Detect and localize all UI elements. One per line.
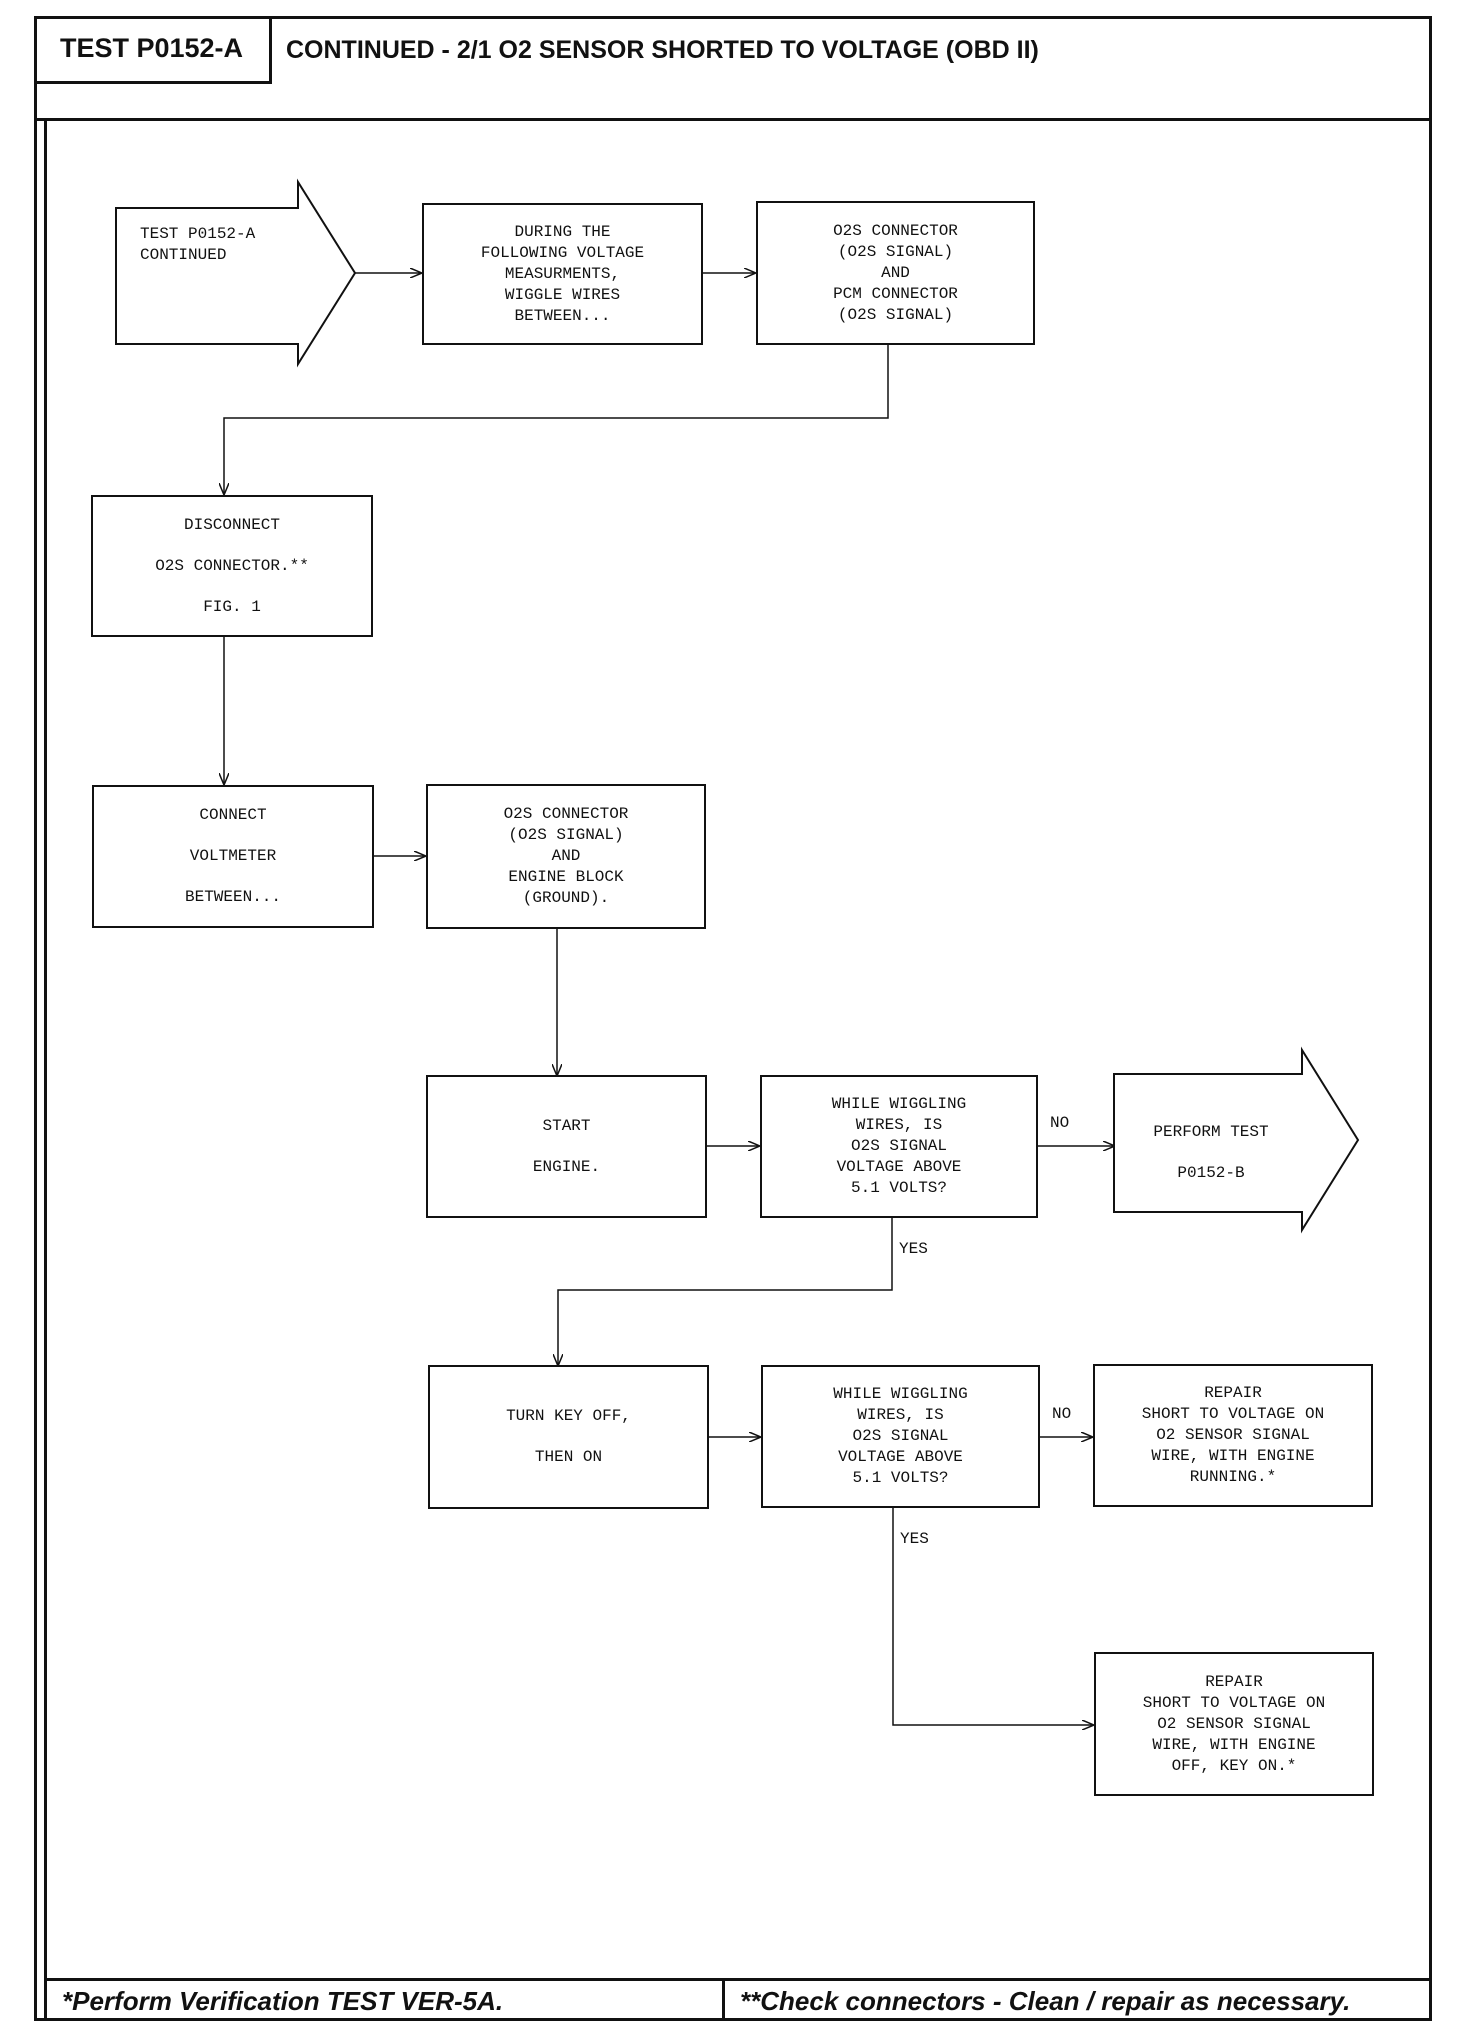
- footer-separator: [44, 1978, 1432, 1981]
- box-line: MEASURMENTS,: [504, 264, 621, 283]
- box-line: VOLTAGE ABOVE: [836, 1158, 962, 1176]
- yes-label: YES: [899, 1240, 928, 1258]
- yes-label: YES: [900, 1530, 929, 1548]
- box-line: O2S SIGNAL: [852, 1427, 949, 1445]
- disconnect-box: DISCONNECT O2S CONNECTOR.** FIG. 1: [91, 495, 373, 637]
- box-line: VOLTAGE ABOVE: [838, 1448, 963, 1466]
- footer-note-connectors: **Check connectors - Clean / repair as n…: [740, 1986, 1351, 2016]
- box-line: WIRE, WITH ENGINE: [1152, 1735, 1316, 1754]
- box-line: WHILE WIGGLING: [831, 1095, 967, 1113]
- voltage-question-box-2: WHILE WIGGLING WIRES, IS O2S SIGNAL VOLT…: [761, 1365, 1040, 1508]
- box-line: WIGGLE WIRES: [504, 285, 621, 304]
- box-line: O2 SENSOR SIGNAL: [1157, 1714, 1311, 1733]
- box-line: ENGINE BLOCK: [508, 868, 624, 886]
- box-line: WIRE, WITH ENGINE: [1151, 1447, 1315, 1465]
- no-label: NO: [1050, 1114, 1070, 1132]
- arrow-connectors-to-disconnect: [224, 345, 889, 494]
- box-line: WIRES, IS: [857, 1406, 944, 1424]
- start-block-arrow: [115, 178, 357, 368]
- box-line: (O2S SIGNAL): [508, 826, 624, 844]
- box-line: CONNECT: [199, 806, 267, 824]
- box-line: (O2S SIGNAL): [837, 305, 954, 324]
- box-line: O2 SENSOR SIGNAL: [1156, 1426, 1310, 1444]
- repair-running-box: REPAIR SHORT TO VOLTAGE ON O2 SENSOR SIG…: [1093, 1364, 1373, 1507]
- box-line: RUNNING.*: [1189, 1468, 1277, 1486]
- start-engine-box: START ENGINE.: [426, 1075, 707, 1218]
- box-line: DURING THE: [514, 222, 611, 241]
- box-line: WHILE WIGGLING: [833, 1385, 968, 1403]
- connect-voltmeter-box: CONNECT VOLTMETER BETWEEN...: [92, 785, 374, 928]
- box-line: O2S CONNECTOR: [833, 221, 958, 240]
- box-line: TURN KEY OFF,: [506, 1407, 631, 1425]
- box-line: FOLLOWING VOLTAGE: [480, 243, 645, 262]
- footer-note-verification: *Perform Verification TEST VER-5A.: [62, 1986, 504, 2016]
- box-line: REPAIR: [1204, 1384, 1262, 1402]
- box-line: (GROUND).: [522, 889, 610, 907]
- box-line: OFF, KEY ON.*: [1171, 1756, 1297, 1775]
- o2s-ground-connector-box: O2S CONNECTOR (O2S SIGNAL) AND ENGINE BL…: [426, 784, 706, 929]
- box-line: AND: [881, 263, 910, 282]
- box-line: VOLTMETER: [189, 847, 277, 865]
- box-line: BETWEEN...: [514, 306, 611, 325]
- test-id-label: TEST P0152-A: [34, 16, 272, 84]
- header-separator: [34, 118, 1432, 121]
- box-line: O2S SIGNAL: [850, 1137, 947, 1155]
- box-line: O2S CONNECTOR.**: [155, 556, 309, 575]
- start-text-line: TEST P0152-A: [140, 225, 256, 243]
- start-text: TEST P0152-A CONTINUED: [140, 224, 255, 266]
- perform-test-line: PERFORM TEST: [1153, 1123, 1269, 1141]
- box-line: (O2S SIGNAL): [837, 242, 954, 261]
- page-title: CONTINUED - 2/1 O2 SENSOR SHORTED TO VOL…: [286, 36, 1039, 64]
- box-line: 5.1 VOLTS?: [852, 1469, 949, 1487]
- start-text-line: CONTINUED: [140, 246, 227, 264]
- repair-key-on-box: REPAIR SHORT TO VOLTAGE ON O2 SENSOR SIG…: [1094, 1652, 1374, 1796]
- box-line: DISCONNECT: [183, 515, 280, 534]
- box-line: START: [542, 1116, 591, 1135]
- turn-key-box: TURN KEY OFF, THEN ON: [428, 1365, 709, 1509]
- box-line: FIG. 1: [203, 597, 261, 616]
- box-line: THEN ON: [534, 1448, 603, 1466]
- perform-test-text: PERFORM TEST P0152-B: [1116, 1112, 1306, 1194]
- box-line: SHORT TO VOLTAGE ON: [1142, 1693, 1326, 1712]
- voltage-question-box-1: WHILE WIGGLING WIRES, IS O2S SIGNAL VOLT…: [760, 1075, 1038, 1218]
- footer-divider: [722, 1978, 725, 2021]
- arrow-question2-yes: [892, 1508, 1093, 1725]
- box-line: AND: [551, 847, 581, 865]
- box-line: REPAIR: [1205, 1672, 1263, 1691]
- box-line: WIRES, IS: [855, 1116, 943, 1134]
- page-frame: [34, 16, 1432, 2021]
- inner-left-border: [44, 118, 47, 2021]
- perform-test-block-arrow: [1113, 1046, 1360, 1234]
- wiggle-wires-box: DURING THE FOLLOWING VOLTAGE MEASURMENTS…: [422, 203, 703, 345]
- perform-test-line: P0152-B: [1177, 1164, 1245, 1182]
- box-line: 5.1 VOLTS?: [850, 1179, 947, 1197]
- box-line: O2S CONNECTOR: [503, 805, 629, 823]
- box-line: BETWEEN...: [184, 888, 281, 906]
- no-label: NO: [1052, 1405, 1072, 1423]
- o2s-pcm-connector-box: O2S CONNECTOR (O2S SIGNAL) AND PCM CONNE…: [756, 201, 1035, 345]
- box-line: SHORT TO VOLTAGE ON: [1141, 1405, 1325, 1423]
- arrow-question1-yes: [558, 1218, 893, 1365]
- box-line: ENGINE.: [532, 1157, 601, 1176]
- box-line: PCM CONNECTOR: [833, 284, 958, 303]
